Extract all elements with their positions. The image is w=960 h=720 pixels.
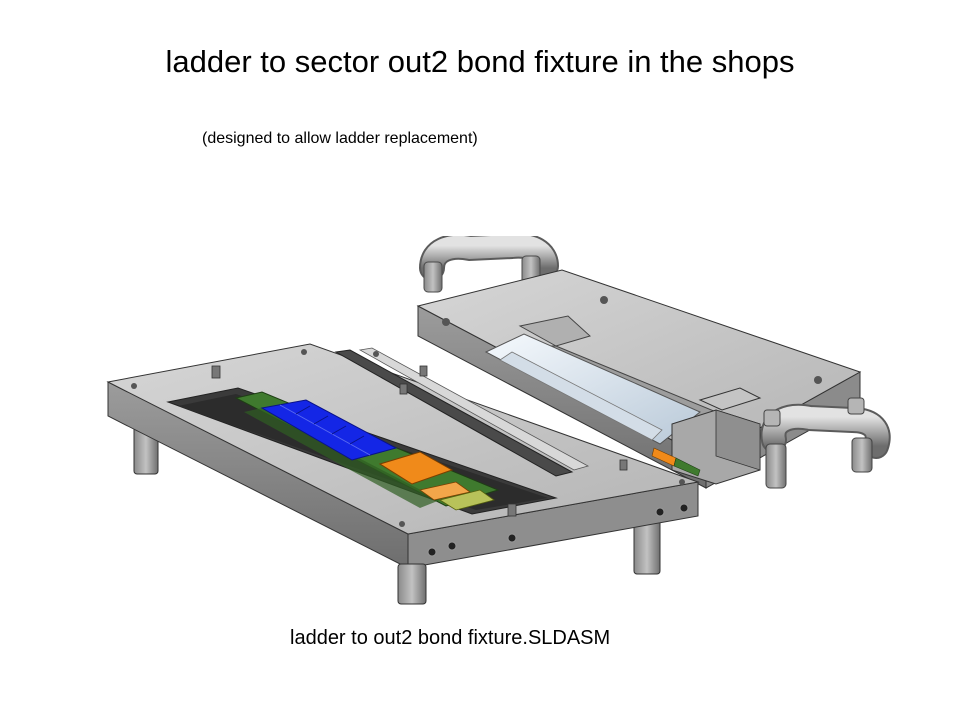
sensor-chips <box>260 399 398 461</box>
cover-plate <box>416 236 891 489</box>
figure-caption: ladder to out2 bond fixture.SLDASM <box>290 627 611 649</box>
handle-back <box>419 236 559 293</box>
support-leg <box>397 563 427 605</box>
hybrid-board <box>378 451 495 511</box>
support-leg <box>633 519 661 575</box>
bond-fixture-illustration <box>106 236 891 605</box>
slide-title: ladder to sector out2 bond fixture in th… <box>165 44 795 79</box>
slide-subtitle: (designed to allow ladder replacement) <box>202 130 478 147</box>
handle-front <box>760 397 891 489</box>
base-plate <box>106 343 700 605</box>
